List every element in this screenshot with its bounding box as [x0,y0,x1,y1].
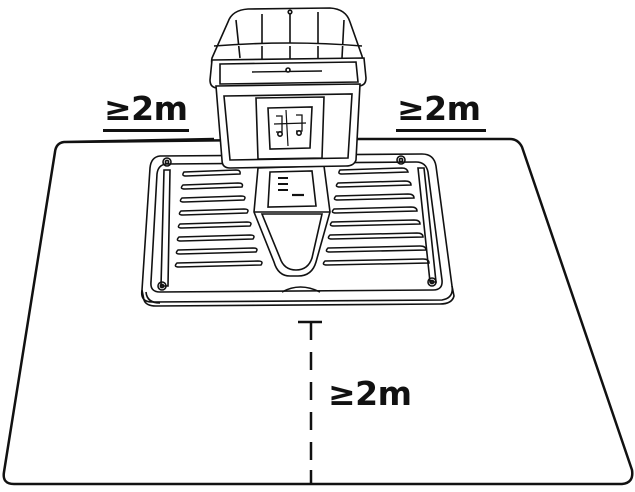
robot-mower-icon [209,7,367,169]
clearance-left-underline [103,129,189,132]
clearance-right-label: ≥2m [397,89,481,128]
clear-area-outline [2,137,634,486]
charging-station-base-icon [140,153,455,307]
clearance-right-underline [396,129,486,132]
clearance-left-label: ≥2m [104,89,188,128]
dimension-marker-icon [298,320,322,484]
clearance-front-label: ≥2m [328,374,412,413]
